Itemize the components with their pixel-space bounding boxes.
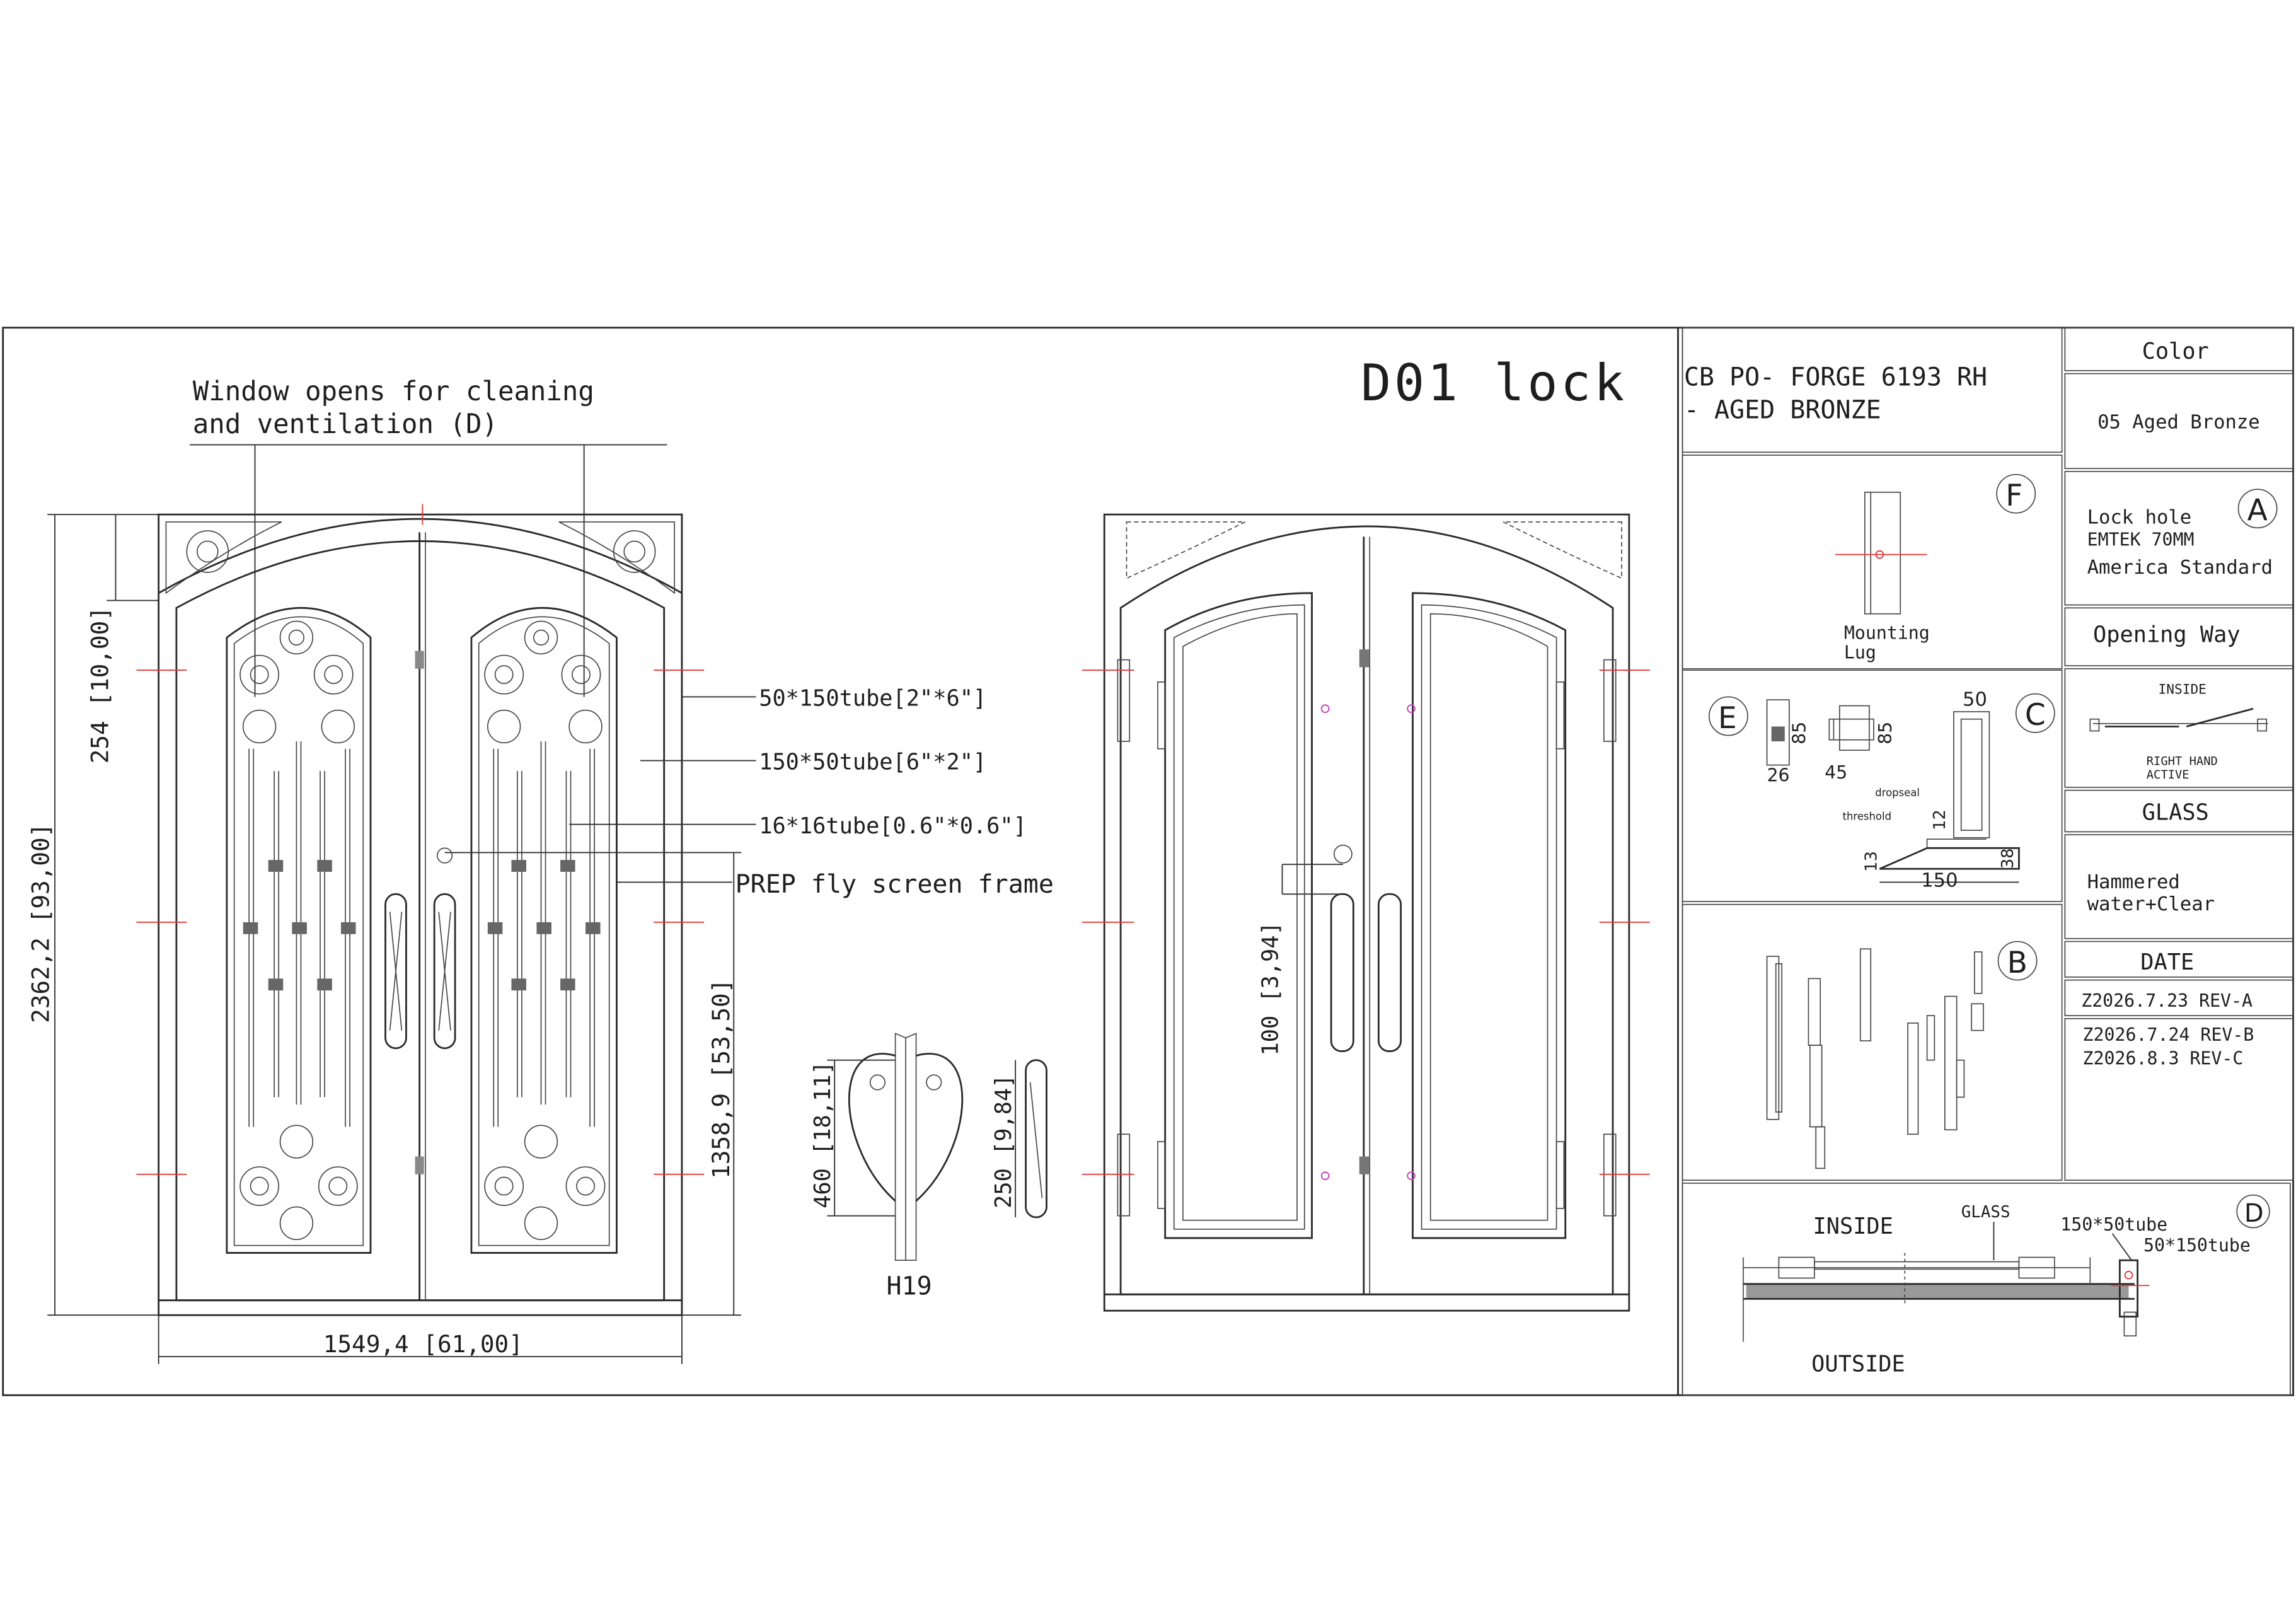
detail-e-dim-85a: 85: [1789, 722, 1810, 744]
detail-d-outside: OUTSIDE: [1811, 1352, 1905, 1377]
callout-tube-150x50: 150*50tube[6"*2"]: [759, 750, 986, 775]
date-header: DATE: [2140, 949, 2194, 975]
glass-value-line2: water+Clear: [2087, 893, 2215, 915]
detail-f-mounting-lug: [1835, 492, 1927, 615]
window-note-line2: and ventilation (D): [193, 408, 498, 439]
detail-d-inside: INSIDE: [1813, 1214, 1893, 1239]
dim-handle-height: 1358,9 [53,50]: [707, 979, 735, 1179]
callout-tube-16x16: 16*16tube[0.6"*0.6"]: [759, 813, 1027, 839]
detail-b-hinge-parts: [1766, 948, 1984, 1169]
dim-lock-offset: 100 [3,94]: [1257, 922, 1283, 1055]
color-header: Color: [2142, 339, 2209, 364]
sheet-border: [2, 327, 2294, 1396]
detail-c-dim-50: 50: [1963, 689, 1987, 711]
opening-hand-line1: RIGHT HAND: [2147, 755, 2218, 768]
revision-c: Z2026.8.3 REV-C: [2083, 1048, 2244, 1069]
drawing-title: D01 lock: [1361, 354, 1627, 412]
lock-hole-line2: EMTEK 70MM: [2087, 530, 2195, 550]
glass-header: GLASS: [2142, 800, 2209, 826]
detail-e-dim-26: 26: [1767, 765, 1790, 786]
product-name-line2: - AGED BRONZE: [1684, 395, 1881, 424]
revision-b: Z2026.7.24 REV-B: [2083, 1024, 2254, 1045]
mounting-lug-line1: Mounting: [1844, 623, 1930, 644]
door-inside-elevation: [136, 504, 705, 1316]
color-value: 05 Aged Bronze: [2097, 412, 2260, 434]
mounting-lug-line2: Lug: [1844, 642, 1876, 663]
revision-a: Z2026.7.23 REV-A: [2081, 990, 2253, 1011]
detail-letter-c: C: [2025, 698, 2046, 733]
glass-value-line1: Hammered: [2087, 871, 2180, 893]
detail-letter-d: D: [2244, 1199, 2264, 1228]
detail-c-threshold: [1879, 711, 2020, 883]
dim-handle-250: 250 [9,84]: [991, 1075, 1017, 1208]
detail-letter-b: B: [2007, 946, 2028, 980]
handle-detail-h19: 460 [18,11] 250 [9,84] H19: [810, 1033, 1047, 1300]
callout-tube-50x150: 50*150tube[2"*6"]: [759, 686, 986, 712]
detail-e-dim-45: 45: [1825, 762, 1847, 783]
opening-inside-label: INSIDE: [2159, 681, 2207, 697]
lock-hole-line3: America Standard: [2087, 557, 2273, 579]
detail-c-dim-38: 38: [1999, 848, 2017, 869]
detail-e-lock-prep: [1766, 699, 1874, 766]
detail-letter-f: F: [2005, 478, 2022, 513]
product-name-line1: CB PO- FORGE 6193 RH: [1684, 363, 1987, 392]
detail-e-dim-85b: 85: [1875, 722, 1896, 744]
opening-way-header: Opening Way: [2093, 622, 2241, 647]
detail-d-section: [1743, 1222, 2150, 1342]
detail-d-glass: GLASS: [1961, 1203, 2010, 1222]
detail-c-dim-150: 150: [1921, 869, 1958, 891]
dim-overall-height: 2362,2 [93,00]: [27, 823, 55, 1023]
detail-c-dim-13: 13: [1862, 851, 1881, 872]
detail-c-dropseal: dropseal: [1875, 787, 1920, 799]
detail-d-tube-150x50: 150*50tube: [2060, 1214, 2167, 1235]
detail-letter-e: E: [1718, 701, 1737, 736]
detail-c-dim-12: 12: [1930, 809, 1949, 830]
title-block: [1682, 327, 2294, 1396]
detail-d-tube-50x150: 50*150tube: [2143, 1235, 2251, 1256]
dim-handle-460: 460 [18,11]: [810, 1061, 836, 1208]
door-outside-elevation: [1082, 513, 1650, 1312]
window-note-line1: Window opens for cleaning: [193, 376, 594, 407]
opening-plan-icon: [2089, 707, 2268, 732]
lock-hole-line1: Lock hole: [2087, 506, 2192, 528]
detail-letter-a: A: [2247, 494, 2268, 528]
opening-hand-line2: ACTIVE: [2147, 768, 2189, 782]
dim-top-arch: 254 [10,00]: [86, 606, 114, 763]
dim-overall-width: 1549,4 [61,00]: [323, 1330, 523, 1358]
detail-c-threshold-label: threshold: [1843, 811, 1892, 823]
handle-label: H19: [886, 1272, 932, 1300]
callout-fly-screen: PREP fly screen frame: [736, 870, 1054, 899]
